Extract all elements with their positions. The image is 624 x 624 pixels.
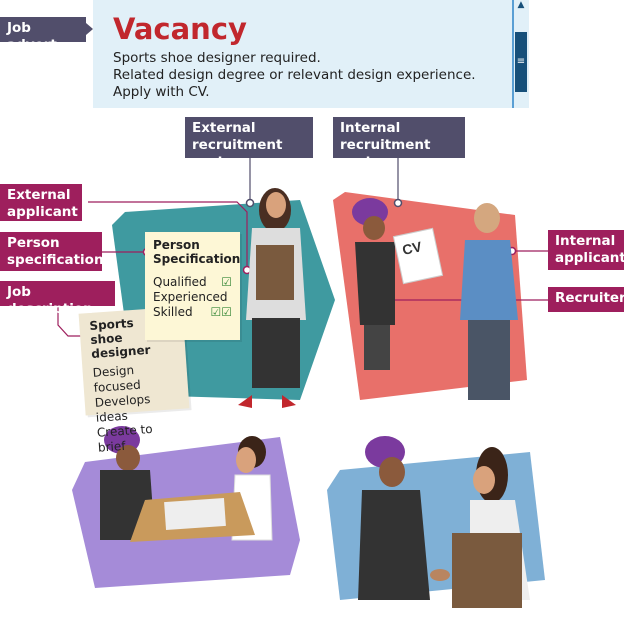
external-applicant-figure xyxy=(238,188,306,408)
advert-line: Apply with CV. xyxy=(113,84,210,100)
interview-scene xyxy=(100,426,273,542)
handshake-scene xyxy=(358,436,530,608)
card-title: Person xyxy=(153,238,200,252)
checkbox-checked-icon: ☑ xyxy=(221,305,232,319)
card-title: Specification xyxy=(153,252,241,266)
cv-document: CV xyxy=(392,227,444,285)
card-item: Qualified☑ xyxy=(153,275,232,289)
scrollbar-thumb[interactable]: ≡ xyxy=(515,32,527,92)
scroll-up-arrow-icon[interactable]: ▲ xyxy=(517,0,525,10)
scrollbar[interactable] xyxy=(512,0,529,108)
job-advert-panel xyxy=(93,0,529,108)
checkbox-checked-icon: ☑ xyxy=(210,305,222,319)
cv-label: CV xyxy=(401,238,424,258)
job-description-label: Job description xyxy=(0,281,115,317)
card-item: Create to brief xyxy=(96,421,154,455)
recruiter-label: Recruiter xyxy=(548,287,624,312)
advert-line: Related design degree or relevant design… xyxy=(113,67,476,83)
label-pointer xyxy=(86,23,93,35)
vacancy-title: Vacancy xyxy=(113,12,247,46)
job-advert-label: Job advert xyxy=(0,17,86,53)
card-item: Skilled☑ xyxy=(153,305,222,319)
person-specification-card: Person Specification Qualified☑ Experien… xyxy=(145,232,240,340)
internal-applicant-figure xyxy=(460,203,518,400)
recruiter-figure xyxy=(352,198,395,370)
card-item: Experienced☑ xyxy=(153,290,232,319)
checkbox-checked-icon: ☑ xyxy=(221,275,232,289)
advert-line: Sports shoe designer required. xyxy=(113,50,321,66)
